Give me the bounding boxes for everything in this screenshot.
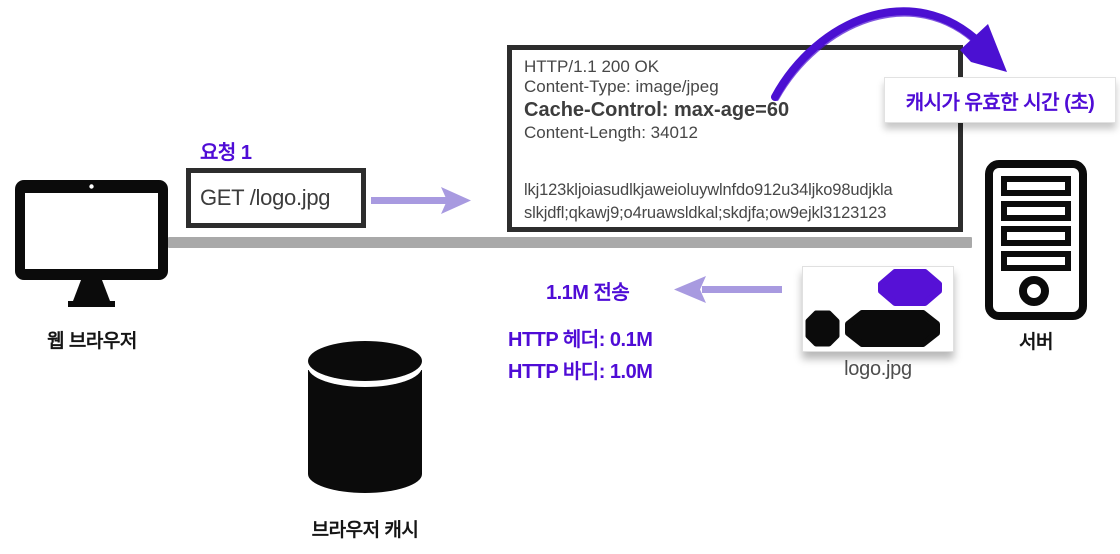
logo-image-card bbox=[802, 266, 954, 352]
server-icon bbox=[985, 160, 1087, 320]
database-cylinder-icon bbox=[306, 340, 424, 496]
request-message: GET /logo.jpg bbox=[200, 185, 331, 210]
browser-cache-label: 브라우저 캐시 bbox=[311, 520, 419, 541]
server-label: 서버 bbox=[1019, 332, 1053, 353]
response-payload-line2: slkjdfl;qkawj9;o4ruawsldkal;skdjfa;ow9ej… bbox=[524, 204, 887, 222]
monitor-icon bbox=[15, 180, 168, 307]
transfer-total-label: 1.1M 전송 bbox=[546, 282, 630, 304]
response-blank-line bbox=[524, 143, 954, 179]
arrow-right-icon bbox=[371, 186, 471, 215]
transfer-http-header-label: HTTP 헤더: 0.1M bbox=[508, 329, 653, 351]
response-content-type: Content-Type: image/jpeg bbox=[524, 77, 719, 96]
curved-arrow-icon bbox=[755, 0, 1021, 106]
logo-image-label: logo.jpg bbox=[844, 358, 912, 380]
browser-label: 웹 브라우저 bbox=[47, 331, 137, 352]
response-status-line: HTTP/1.1 200 OK bbox=[524, 57, 660, 76]
request-label: 요청 1 bbox=[200, 142, 252, 164]
arrow-left-icon bbox=[674, 275, 782, 304]
response-payload-line1: lkj123kljoiasudlkjaweioluywlnfdo912u34lj… bbox=[524, 181, 893, 199]
cache-validity-label: 캐시가 유효한 시간 (초) bbox=[905, 91, 1095, 114]
timeline-bar bbox=[168, 237, 972, 248]
response-message-box: HTTP/1.1 200 OK Content-Type: image/jpeg… bbox=[507, 45, 963, 232]
response-content-length: Content-Length: 34012 bbox=[524, 123, 698, 142]
cache-validity-callout: 캐시가 유효한 시간 (초) bbox=[884, 77, 1116, 123]
response-cache-control: Cache-Control: max-age=60 bbox=[524, 99, 790, 121]
request-message-box: GET /logo.jpg bbox=[186, 168, 366, 228]
transfer-http-body-label: HTTP 바디: 1.0M bbox=[508, 361, 653, 383]
